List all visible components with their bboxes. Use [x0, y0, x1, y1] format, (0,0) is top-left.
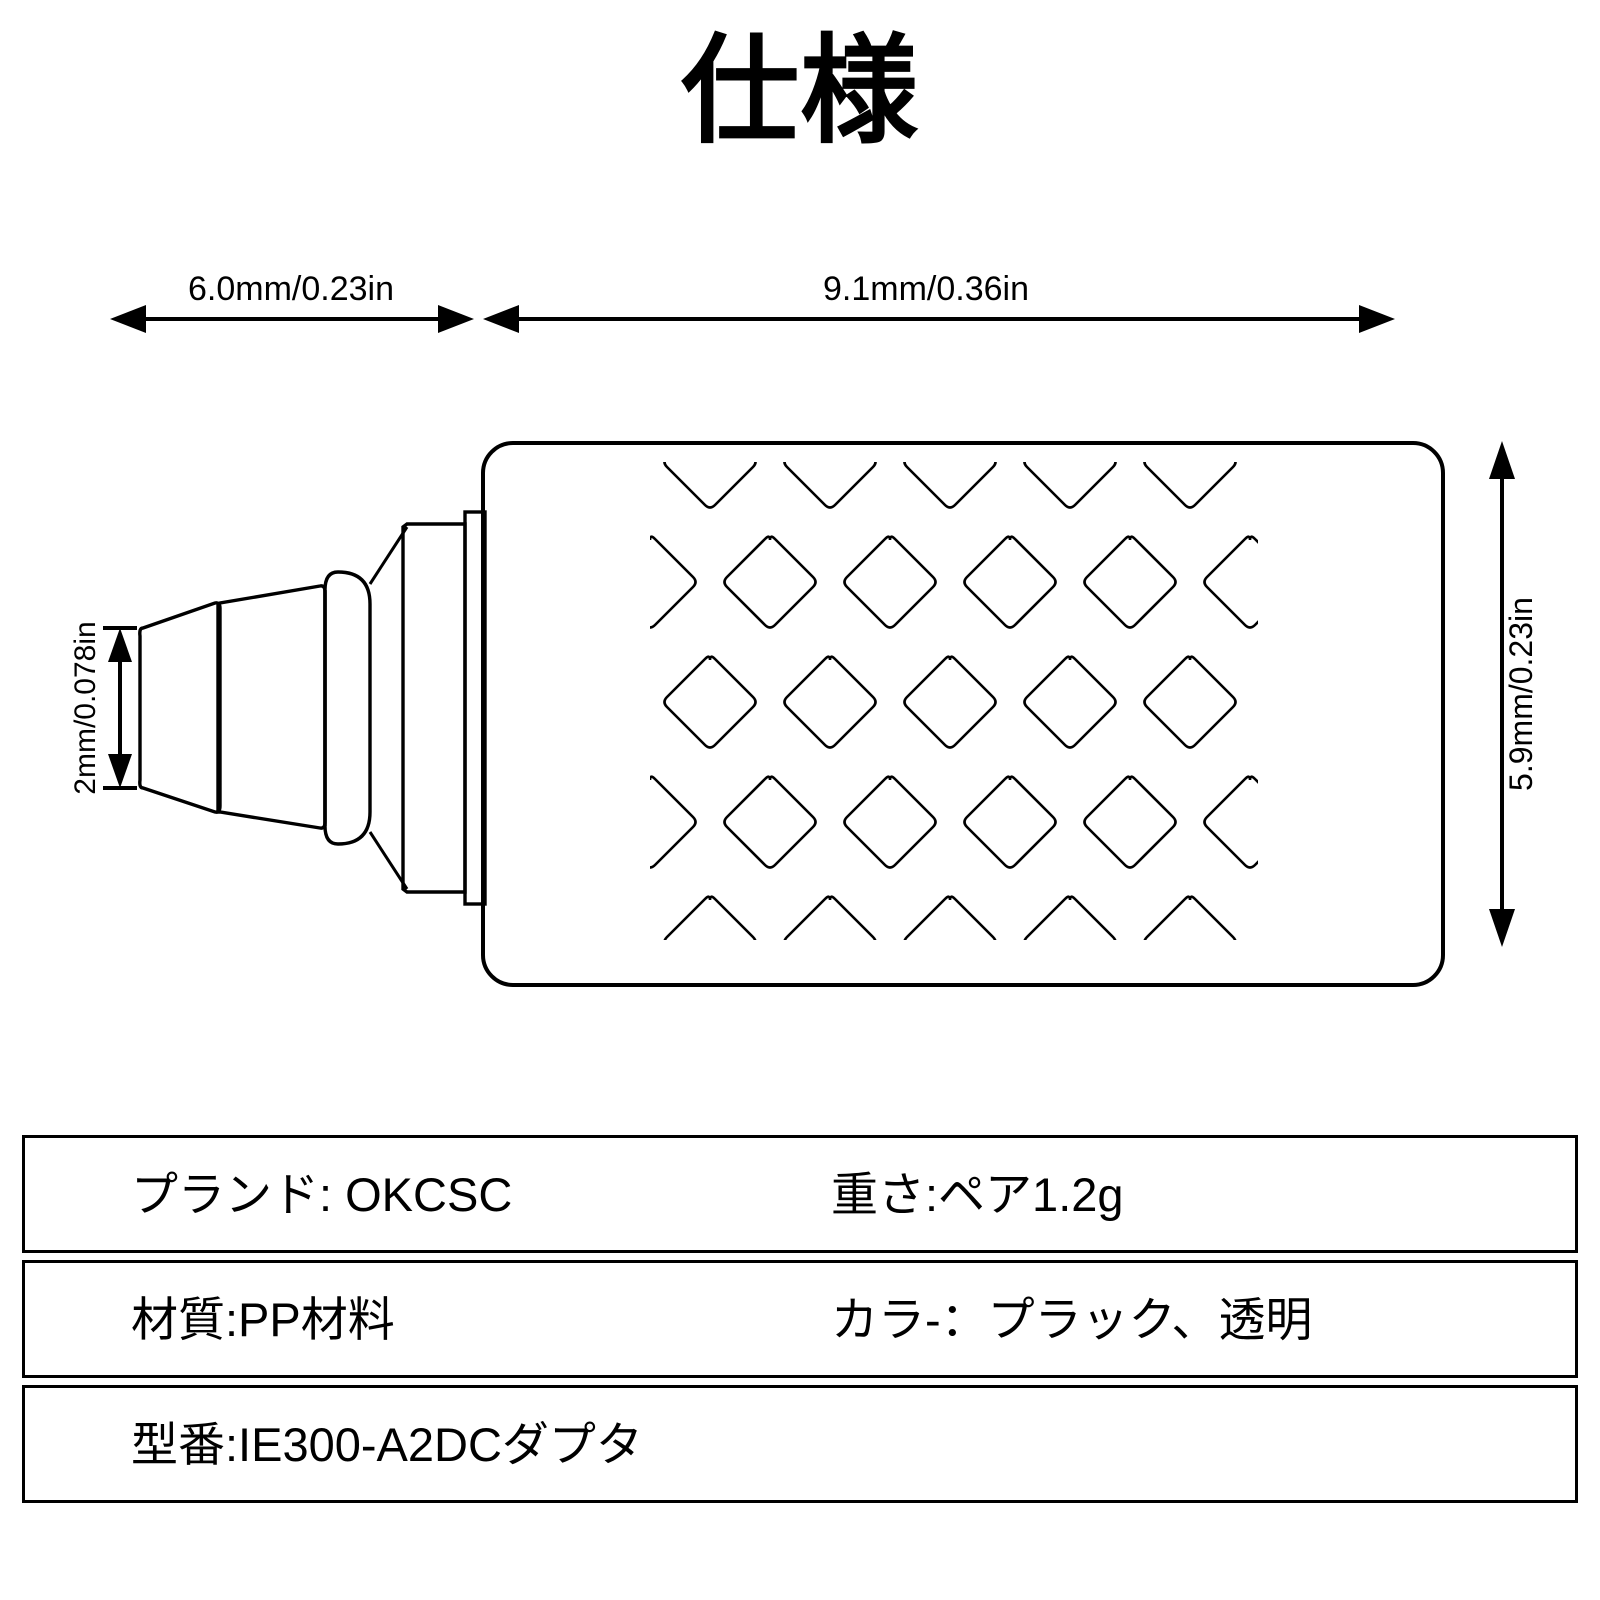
- dimension-body-length-label: 9.1mm/0.36in: [823, 270, 1029, 308]
- specification-table: プランド: OKCSC 重さ:ペア1.2g 材質:PP材料 カラ-：プラック、透…: [22, 1135, 1578, 1503]
- dimension-body-height-label: 5.9mm/0.23in: [1503, 597, 1539, 791]
- dimension-connector-length: [110, 305, 474, 333]
- connector-barrel: [216, 584, 327, 830]
- dimension-tip-height: [103, 626, 137, 790]
- spec-brand: プランド: OKCSC: [131, 1167, 513, 1221]
- page-title: 仕様: [680, 26, 920, 158]
- spec-color: カラ-：プラック、透明: [831, 1292, 1313, 1346]
- product-main-body: [481, 441, 1445, 987]
- table-row: 材質:PP材料 カラ-：プラック、透明: [22, 1260, 1578, 1378]
- connector-pin-tip: [138, 601, 222, 814]
- product-technical-drawing: 6.0mm/0.23in 9.1mm/0.36in 2mm/0.078in 5.…: [69, 270, 1539, 987]
- table-row: 型番:IE300-A2DCダプタ: [22, 1385, 1578, 1503]
- dimension-connector-length-label: 6.0mm/0.23in: [188, 270, 394, 308]
- dimension-tip-height-label: 2mm/0.078in: [69, 621, 102, 794]
- spec-model-number: 型番:IE300-A2DCダプタ: [131, 1417, 643, 1471]
- table-row: プランド: OKCSC 重さ:ペア1.2g: [22, 1135, 1578, 1253]
- connector-collar: [323, 570, 372, 846]
- spec-material: 材質:PP材料: [131, 1292, 395, 1346]
- connector-flange: [368, 522, 467, 894]
- product-grille: [650, 462, 1258, 940]
- spec-weight: 重さ:ペア1.2g: [831, 1167, 1124, 1221]
- dimension-body-length: [483, 305, 1395, 333]
- dimension-body-height: [1489, 441, 1515, 947]
